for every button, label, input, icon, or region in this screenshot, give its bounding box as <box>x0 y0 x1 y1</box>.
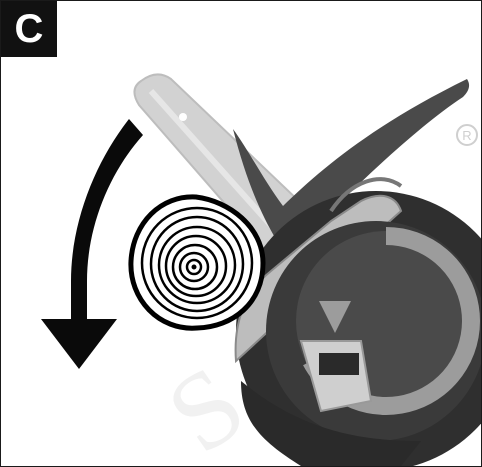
registered-mark-icon: R <box>457 125 477 145</box>
svg-text:R: R <box>462 128 471 143</box>
curved-arrow-down-icon <box>41 119 143 369</box>
panel-letter-badge: C <box>1 1 57 57</box>
log-cross-section-icon <box>131 197 263 328</box>
